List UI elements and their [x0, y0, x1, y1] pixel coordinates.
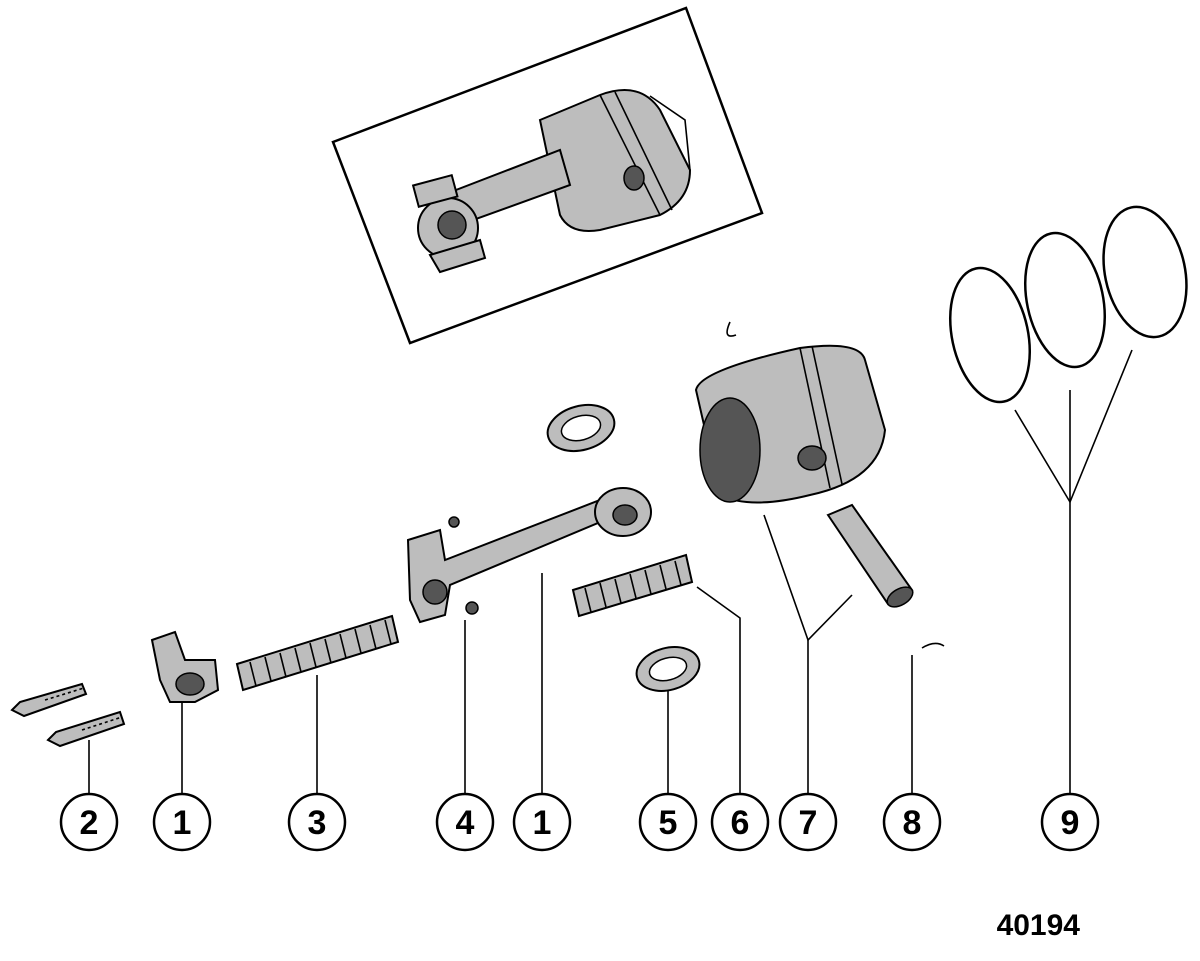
callout-5: 5	[638, 792, 698, 852]
lock-ring-icon	[726, 321, 945, 649]
callout-1-cap: 1	[152, 792, 212, 852]
callout-label: 7	[799, 804, 818, 842]
callout-9: 9	[1040, 792, 1100, 852]
connecting-rod-bolt-icon	[10, 682, 126, 748]
piston-ring-icon	[948, 205, 1188, 404]
callout-label: 6	[731, 804, 750, 842]
leader-lines	[88, 349, 1133, 794]
connecting-rod-icon	[406, 487, 652, 624]
callout-label: 1	[173, 804, 192, 842]
callout-2: 2	[59, 792, 119, 852]
needle-bearing-icon	[235, 614, 400, 692]
callout-label: 8	[903, 804, 922, 842]
connecting-rod-cap-icon	[150, 630, 220, 703]
piston-pin-icon	[826, 503, 914, 608]
callout-6: 6	[710, 792, 770, 852]
callout-label: 1	[533, 804, 552, 842]
thrust-washer-icon	[546, 403, 701, 692]
callout-4: 4	[435, 792, 495, 852]
callout-label: 2	[80, 804, 99, 842]
callout-label: 5	[659, 804, 678, 842]
callout-3: 3	[287, 792, 347, 852]
inset-assembly-icon	[331, 6, 764, 345]
callout-7: 7	[778, 792, 838, 852]
alignment-pin-icon	[448, 516, 479, 615]
figure-number: 40194	[996, 909, 1080, 942]
callout-1-rod: 1	[512, 792, 572, 852]
callout-label: 4	[456, 804, 475, 842]
piston-pin-bearing-icon	[571, 553, 694, 618]
piston-icon	[694, 344, 887, 504]
callout-8: 8	[882, 792, 942, 852]
callout-label: 3	[308, 804, 327, 842]
callout-label: 9	[1061, 804, 1080, 842]
